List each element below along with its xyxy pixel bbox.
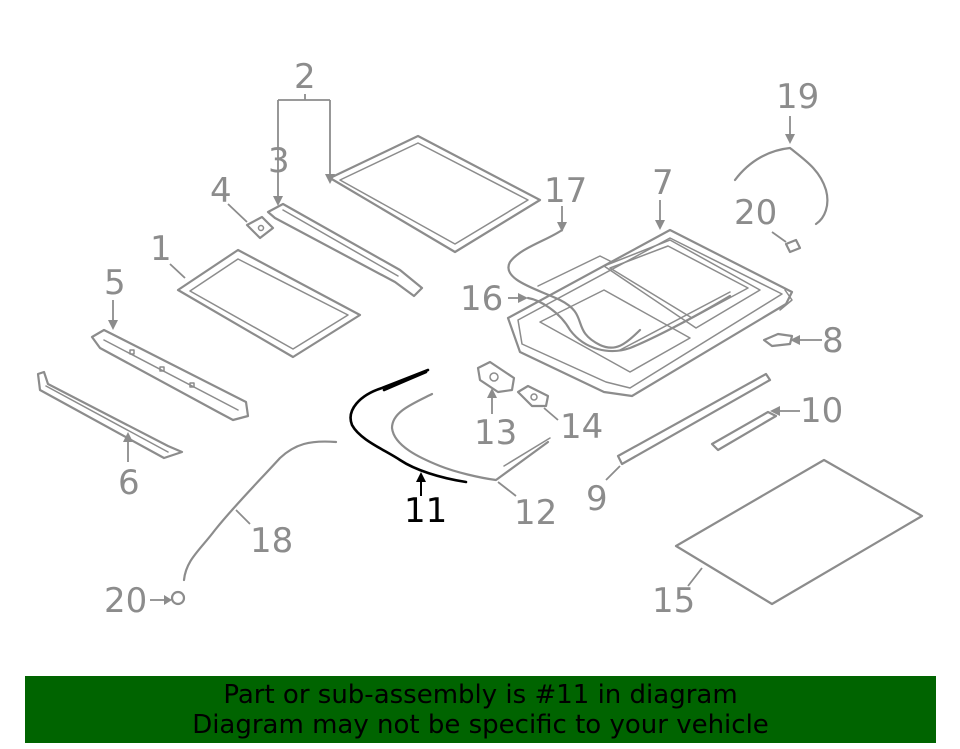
part-11-drive-cable xyxy=(349,368,468,484)
part-18-hose xyxy=(182,440,338,582)
callout-20-lower: 20 xyxy=(104,581,147,621)
part-7-frame xyxy=(506,228,794,398)
notice-line-1: Part or sub-assembly is #11 in diagram xyxy=(223,679,738,710)
part-8-bracket xyxy=(762,332,794,348)
part-16-drain-hose xyxy=(526,294,732,352)
callout-15: 15 xyxy=(652,581,695,621)
part-5-front-bar xyxy=(90,328,250,422)
callout-7: 7 xyxy=(652,163,674,203)
part-20-clip-lower xyxy=(170,590,186,606)
parts-diagram: 1 2 3 4 5 6 7 8 9 10 11 12 13 14 15 16 1… xyxy=(36,57,924,621)
part-15-sunshade xyxy=(674,458,924,606)
part-9-strip xyxy=(616,372,772,466)
notice-banner: Part or sub-assembly is #11 in diagram D… xyxy=(25,676,936,743)
callout-6: 6 xyxy=(118,463,140,503)
leader-lines xyxy=(108,94,822,605)
callout-19: 19 xyxy=(776,77,819,117)
part-20-clip-upper xyxy=(784,238,802,254)
callout-14: 14 xyxy=(560,407,603,447)
callout-10: 10 xyxy=(800,391,843,431)
callout-5: 5 xyxy=(104,263,126,303)
callout-18: 18 xyxy=(250,521,293,561)
callout-4: 4 xyxy=(210,171,232,211)
callout-9: 9 xyxy=(586,479,608,519)
part-10-strip xyxy=(710,410,778,452)
part-4-clip xyxy=(245,215,275,240)
part-1-glass xyxy=(176,248,362,359)
callout-2: 2 xyxy=(294,57,316,97)
callout-13: 13 xyxy=(474,413,517,453)
part-2-glass-panel xyxy=(328,134,542,254)
callout-20-upper: 20 xyxy=(734,193,777,233)
callout-1: 1 xyxy=(150,229,172,269)
part-14-relay xyxy=(516,384,550,408)
part-3-rail-strip xyxy=(266,202,424,298)
callout-3: 3 xyxy=(268,141,290,181)
callout-11: 11 xyxy=(404,491,447,531)
part-17-drain-hose xyxy=(507,228,642,349)
callout-8: 8 xyxy=(822,321,844,361)
part-12-guide-rail xyxy=(390,392,551,482)
callout-12: 12 xyxy=(514,493,557,533)
part-19-drain-hose xyxy=(733,146,829,226)
part-6-deflector xyxy=(36,370,184,460)
callout-16: 16 xyxy=(460,279,503,319)
part-13-motor xyxy=(476,360,516,394)
notice-line-2: Diagram may not be specific to your vehi… xyxy=(192,709,769,740)
callout-17: 17 xyxy=(544,171,587,211)
